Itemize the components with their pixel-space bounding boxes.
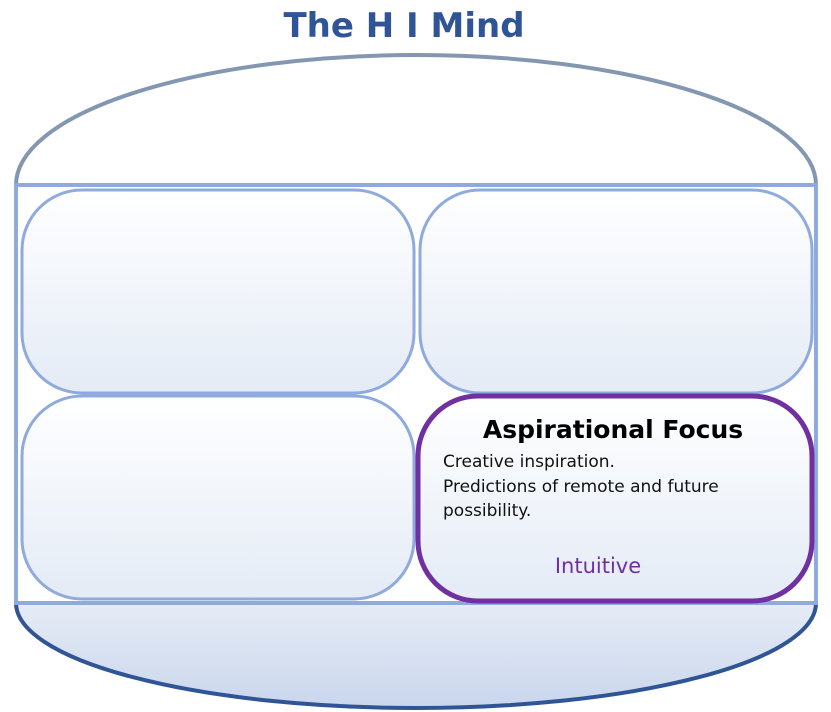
intuitive-label: Intuitive — [555, 554, 641, 578]
top-dome — [14, 53, 818, 186]
aspirational-focus-border — [415, 393, 815, 604]
diagram-title: The H I Mind — [283, 6, 524, 46]
aspirational-focus-line-3: possibility. — [443, 501, 531, 521]
quadrant-bottom-left — [20, 394, 416, 601]
aspirational-focus-line-2: Predictions of remote and future — [443, 477, 719, 497]
bottom-bowl — [13, 601, 819, 710]
quadrant-top-right — [418, 188, 814, 395]
quadrant-aspirational-focus: Aspirational Focus Creative inspiration.… — [415, 393, 815, 604]
aspirational-focus-title: Aspirational Focus — [483, 415, 743, 444]
aspirational-focus-line-1: Creative inspiration. — [443, 452, 615, 472]
quadrant-top-left — [20, 188, 416, 395]
